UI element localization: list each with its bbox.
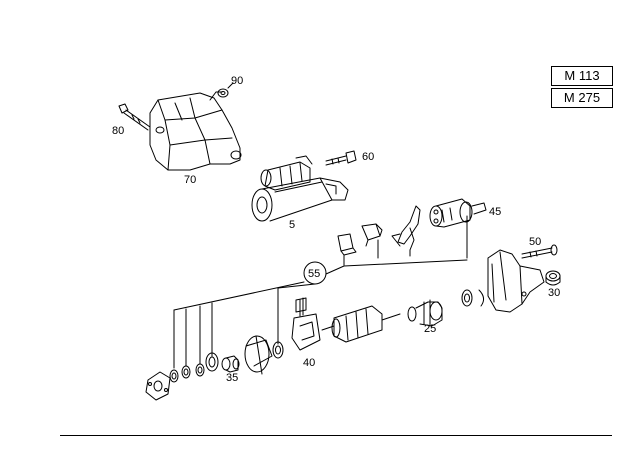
part-washer-a: [272, 341, 284, 359]
part-washer-b: [205, 352, 219, 372]
part-fork-lever: [391, 205, 421, 257]
part-armature: [321, 305, 401, 343]
model-label-m275: M 275: [551, 88, 613, 108]
callout-50: 50: [529, 236, 541, 248]
part-70-bracket: [149, 91, 242, 171]
part-brush-holder-clip: [337, 233, 357, 266]
callout-35: 35: [226, 372, 238, 384]
callout-55-leaders: [173, 259, 468, 369]
callout-80: 80: [112, 125, 124, 137]
part-end-cap: [145, 371, 171, 401]
callout-55-circle: [303, 261, 327, 285]
callout-40: 40: [303, 357, 315, 369]
callout-30: 30: [548, 287, 560, 299]
part-60-bolt: [325, 150, 357, 166]
part-terminal-clip: [361, 223, 383, 259]
part-35-bushing: [221, 355, 240, 373]
part-80-bolt: [118, 103, 151, 131]
part-snap-ring-right: [461, 289, 485, 307]
callout-90: 90: [231, 75, 243, 87]
part-25-pinion: [407, 299, 443, 327]
model-label-m113: M 113: [551, 66, 613, 86]
part-40-brush-holder: [291, 297, 321, 351]
callout-5: 5: [289, 219, 295, 231]
bottom-rule: [60, 435, 612, 436]
part-drive-end-housing: [487, 249, 545, 313]
part-washer-e: [169, 369, 179, 383]
callout-70: 70: [184, 174, 196, 186]
part-30-bushing: [545, 270, 561, 286]
callout-45: 45: [489, 206, 501, 218]
part-washer-c: [195, 363, 205, 377]
part-commutator-end-cover: [244, 335, 273, 375]
callout-60: 60: [362, 151, 374, 163]
part-washer-d: [181, 365, 191, 379]
callout-55: 55: [308, 268, 320, 280]
part-45-solenoid: [429, 198, 487, 259]
part-50-bolt: [521, 244, 558, 259]
part-90-washer: [217, 82, 234, 98]
part-5-starter-motor: [251, 155, 349, 222]
callout-25: 25: [424, 323, 436, 335]
